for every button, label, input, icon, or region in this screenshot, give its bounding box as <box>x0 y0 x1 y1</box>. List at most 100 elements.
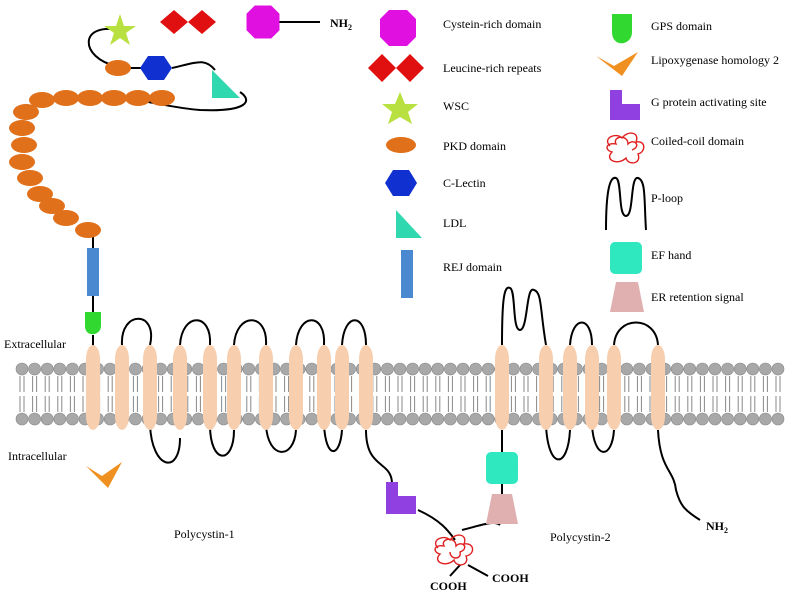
lipid-tail-lower <box>422 396 428 412</box>
legend-wsc-icon <box>382 92 418 124</box>
lipid-tail-lower <box>737 396 743 412</box>
lipid-head-upper <box>242 362 256 376</box>
pc1-tm-helix <box>317 345 331 430</box>
lipid-head-upper <box>507 362 520 376</box>
lipid-tail-lower <box>57 396 63 412</box>
lipid-head-upper <box>456 362 470 376</box>
lipid-tail-upper <box>473 376 479 392</box>
lipid-tail-upper <box>397 376 403 392</box>
legend-gps-icon <box>612 14 632 44</box>
lipid-tail-upper <box>762 376 768 392</box>
lipid-tail-upper <box>384 376 390 392</box>
lipid-tail-lower <box>775 396 781 412</box>
lipid-head-upper <box>670 362 684 376</box>
pc1-lrr-1 <box>160 10 188 34</box>
lipid-head-lower <box>406 412 419 426</box>
lipid-head-lower <box>418 412 432 426</box>
pc2-tm-helix <box>651 345 665 430</box>
pkd-domain <box>9 154 35 170</box>
lipid-head-upper <box>469 362 482 376</box>
lipid-tail-lower <box>762 396 768 412</box>
lipid-head-lower <box>456 412 470 426</box>
lipid-tail-upper <box>57 376 63 392</box>
pc2-tm-helix <box>607 345 621 430</box>
legend-lrr-icon-1 <box>368 54 396 82</box>
lipid-head-lower <box>66 412 79 426</box>
lipid-tail-lower <box>636 396 642 412</box>
legend-lrr-label: Leucine-rich repeats <box>443 61 542 75</box>
pc1-tm-helix <box>289 345 303 430</box>
lipid-tail-upper <box>221 376 227 392</box>
legend-rej-label: REJ domain <box>443 260 502 274</box>
lipid-head-upper <box>708 362 722 376</box>
lipid-tail-lower <box>599 396 605 412</box>
legend-lipox-icon <box>596 52 638 76</box>
lipid-head-upper <box>381 362 394 376</box>
lipid-head-lower <box>696 412 709 426</box>
lipid-tail-lower <box>435 396 441 412</box>
lipid-tail-lower <box>246 396 252 412</box>
legend-pkd-label: PKD domain <box>443 139 506 153</box>
lipid-head-lower <box>53 412 67 426</box>
lipid-tail-upper <box>485 376 491 392</box>
pkd-domain <box>9 120 35 136</box>
lipid-tail-upper <box>132 376 138 392</box>
pc1-clectin <box>140 56 172 80</box>
legend-er-icon <box>610 282 644 312</box>
pc1-tm-helix <box>86 345 100 430</box>
lipid-tail-lower <box>309 396 315 412</box>
pkd-domain <box>27 186 53 202</box>
lipid-head-upper <box>418 362 432 376</box>
legend-gps-label: GPS domain <box>651 19 712 33</box>
lipid-tail-lower <box>195 396 201 412</box>
pkd-domain <box>13 104 39 120</box>
lipid-tail-upper <box>775 376 781 392</box>
pc2-tm-helix <box>495 345 509 430</box>
lipid-head-upper <box>771 362 785 376</box>
pc1-tm-helix <box>173 345 187 430</box>
lipid-head-upper <box>633 362 646 376</box>
lipid-tail-lower <box>397 396 403 412</box>
lipid-head-lower <box>519 412 533 426</box>
lipid-tail-upper <box>69 376 75 392</box>
lipid-tail-upper <box>737 376 743 392</box>
lipid-head-upper <box>746 362 760 376</box>
lipid-tail-upper <box>195 376 201 392</box>
legend-coiled-coil-icon <box>606 132 645 164</box>
lipid-head-upper <box>129 362 142 376</box>
pc1-tm-helix <box>335 345 349 430</box>
lipid-head-upper <box>53 362 67 376</box>
lipid-head-upper <box>733 362 747 376</box>
lipid-tail-upper <box>32 376 38 392</box>
lipid-head-upper <box>192 362 205 376</box>
lipid-head-lower <box>721 412 734 426</box>
lipid-tail-upper <box>44 376 50 392</box>
legend-pkd-icon <box>386 137 416 153</box>
lipid-tail-lower <box>410 396 416 412</box>
lipid-tail-upper <box>107 376 113 392</box>
lipid-tail-lower <box>510 396 516 412</box>
pkd-domain <box>29 92 55 108</box>
lipid-tail-upper <box>687 376 693 392</box>
lipid-head-lower <box>431 412 445 426</box>
lipid-tail-lower <box>699 396 705 412</box>
pc1-tm-helix <box>259 345 273 430</box>
lipid-head-upper <box>683 362 697 376</box>
lipid-head-upper <box>66 362 79 376</box>
pc1-rej <box>87 248 99 296</box>
lipid-head-upper <box>393 362 407 376</box>
lipid-tail-lower <box>485 396 491 412</box>
lipid-head-upper <box>15 362 29 376</box>
legend-gprotein-label: G protein activating site <box>651 95 767 109</box>
pc1-tm-helix <box>203 345 217 430</box>
lipid-head-lower <box>670 412 684 426</box>
lipid-head-lower <box>40 412 54 426</box>
pc1-pkd-single <box>105 60 131 76</box>
lipid-tail-upper <box>158 376 164 392</box>
pc1-tm-helix <box>143 345 157 430</box>
legend-ldl-icon <box>396 210 422 238</box>
coiled-coil-icon <box>434 534 474 566</box>
lipid-head-upper <box>759 362 772 376</box>
lipid-tail-lower <box>32 396 38 412</box>
